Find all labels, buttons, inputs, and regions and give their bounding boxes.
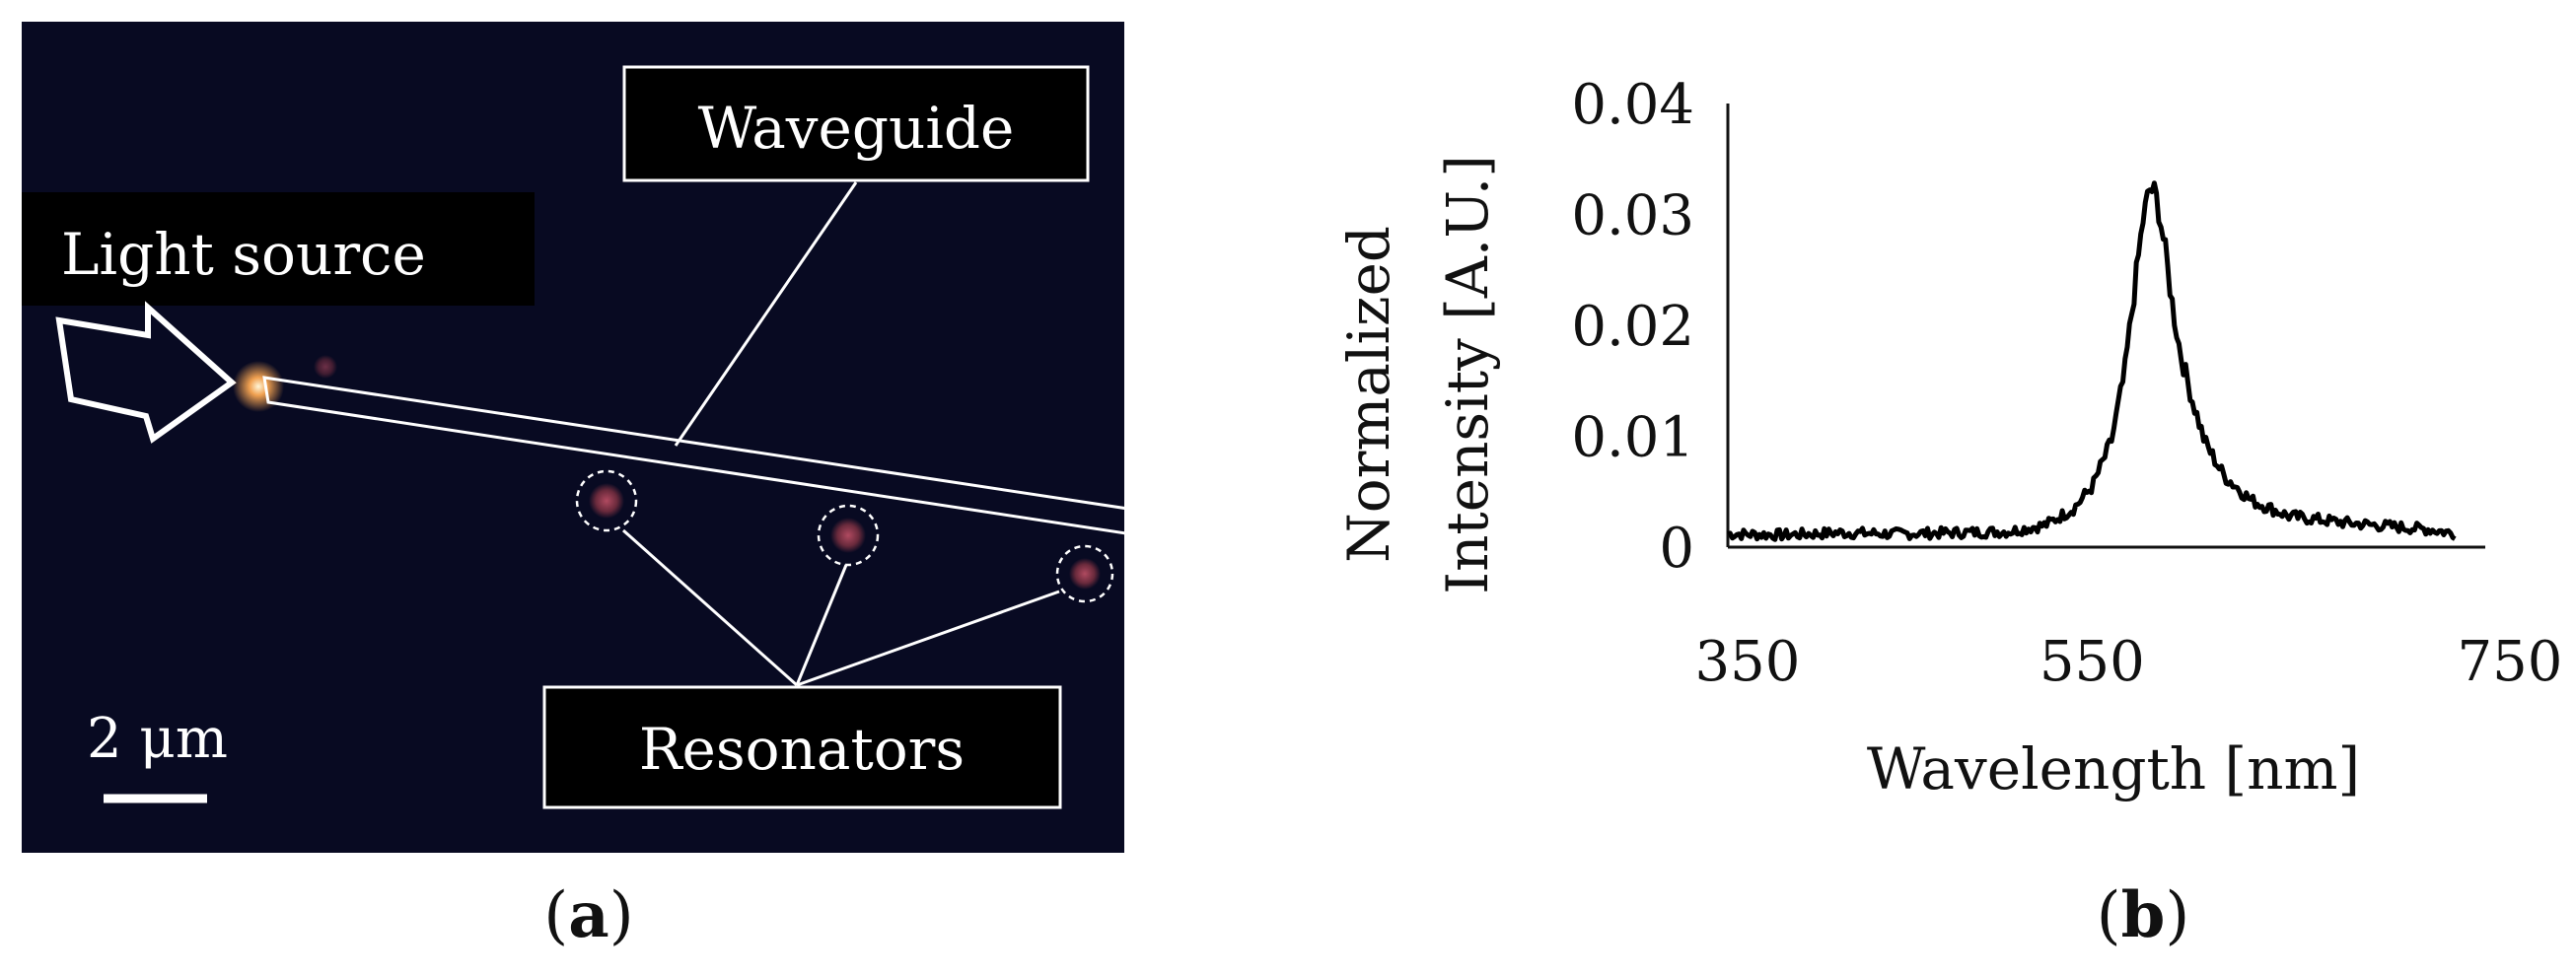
y-tick-label: 0.02 <box>1571 295 1694 359</box>
x-tick-labels: 350 550 750 <box>1695 630 2563 694</box>
caption-b-letter: b <box>2121 878 2166 952</box>
x-tick-label: 350 <box>1695 630 1801 694</box>
y-tick-label: 0.01 <box>1571 406 1694 470</box>
resonator-spot-2 <box>830 518 866 553</box>
resonator-circle-3 <box>1055 544 1114 603</box>
x-tick-label: 750 <box>2458 630 2563 694</box>
resonator-spot-3 <box>1069 558 1101 590</box>
resonator-pointer-2 <box>795 564 848 686</box>
resonator-circle-2 <box>817 504 880 567</box>
microscope-panel: Waveguide Light source Resonators 2 μm (… <box>22 22 1124 952</box>
resonators-label-box <box>542 685 1062 809</box>
caption-b: (b) <box>2097 878 2190 952</box>
resonator-pointer-3 <box>796 590 1060 687</box>
caption-a-letter: a <box>568 878 608 952</box>
scale-bar-label: 2 μm <box>87 707 228 771</box>
light-source-label: Light source <box>61 221 426 288</box>
y-tick-label: 0 <box>1659 517 1694 581</box>
x-axis-label: Wavelength [nm] <box>1867 735 2360 802</box>
light-source-spot <box>233 361 284 412</box>
waveguide-pointer-line <box>674 181 858 447</box>
caption-a: (a) <box>543 878 633 952</box>
resonator-circle-1 <box>575 469 638 532</box>
x-tick-label: 550 <box>2039 630 2145 694</box>
light-source-label-box <box>22 192 535 306</box>
light-source-arrow-icon <box>55 301 237 444</box>
y-tick-label: 0.03 <box>1571 184 1694 248</box>
y-tick-labels: 0 0.01 0.02 0.03 0.04 <box>1571 73 1694 581</box>
waveguide-label-box <box>622 65 1090 182</box>
y-tick-label: 0.04 <box>1571 73 1694 137</box>
y-axis-label-line2: Intensity [A.U.] <box>1434 155 1501 594</box>
spectrum-series-line <box>1727 180 2457 542</box>
light-source-spot-secondary <box>314 355 337 379</box>
resonator-spot-1 <box>589 483 624 519</box>
resonators-label: Resonators <box>639 716 965 783</box>
waveguide-label: Waveguide <box>698 95 1015 162</box>
resonator-pointer-1 <box>622 528 798 687</box>
y-axis-label-line1: Normalized <box>1335 226 1402 563</box>
waveguide-outline <box>262 376 1124 535</box>
